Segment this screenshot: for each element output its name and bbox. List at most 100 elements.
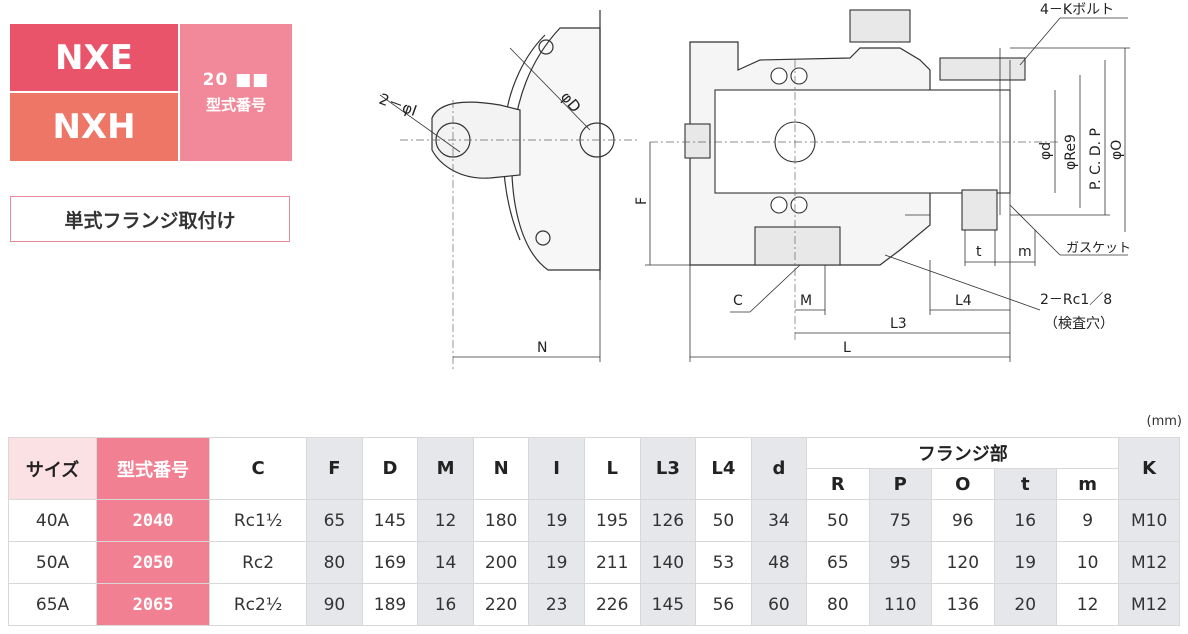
cell-L: 195	[583, 499, 641, 542]
bolt-label: 4－Kボルト	[1040, 2, 1114, 18]
cell-P: 75	[868, 499, 933, 542]
dim-N-label: N	[537, 340, 547, 356]
cell-model: 2040	[96, 499, 210, 542]
port-label: 2－Rc1／8	[1040, 292, 1112, 308]
cell-K: M10	[1118, 499, 1180, 542]
cell-L4: 53	[695, 541, 752, 584]
cell-K: M12	[1118, 541, 1180, 584]
cell-size: 65A	[7, 583, 98, 626]
cell-O: 96	[931, 499, 995, 542]
cell-L4: 50	[695, 499, 752, 542]
cell-size: 40A	[7, 499, 98, 542]
model-number-box: 20 ■■ 型式番号	[180, 24, 292, 161]
technical-drawing: 2－φI φD N	[377, 2, 1131, 370]
cell-R: 65	[806, 541, 870, 584]
header-L3: L3	[639, 437, 697, 500]
cell-D: 145	[361, 499, 419, 542]
header-O: O	[931, 468, 995, 500]
spec-table: サイズ 型式番号 C F D M N I L L3 L4 d フランジ部 K R…	[7, 437, 1180, 626]
dia-R-label: φRe9	[1063, 134, 1079, 170]
cell-D: 169	[361, 541, 419, 584]
header-D: D	[361, 437, 419, 500]
header-size: サイズ	[7, 437, 98, 500]
cell-I: 19	[528, 499, 585, 542]
cell-L3: 145	[639, 583, 697, 626]
cell-C: Rc1½	[208, 499, 308, 542]
header-C: C	[208, 437, 308, 500]
header-m: m	[1055, 468, 1120, 500]
header-I: I	[528, 437, 585, 500]
cell-N: 180	[472, 499, 530, 542]
cell-M: 16	[417, 583, 474, 626]
cell-d: 48	[750, 541, 808, 584]
cell-m: 9	[1055, 499, 1120, 542]
dim-L3-label: L3	[890, 316, 907, 332]
header-P: P	[868, 468, 933, 500]
dim-M-label: M	[800, 293, 812, 309]
holes-label: 2－φI	[377, 90, 420, 120]
cell-O: 136	[931, 583, 995, 626]
cell-M: 12	[417, 499, 474, 542]
cell-F: 90	[306, 583, 363, 626]
cell-L: 211	[583, 541, 641, 584]
cell-C: Rc2½	[208, 583, 308, 626]
dia-O-label: φO	[1109, 140, 1125, 160]
cell-N: 220	[472, 583, 530, 626]
cell-P: 110	[868, 583, 933, 626]
model-badge: NXE NXH 20 ■■ 型式番号	[10, 24, 292, 161]
series-nxh-label: NXH	[10, 93, 178, 161]
cell-I: 23	[528, 583, 585, 626]
series-nxe-label: NXE	[10, 24, 178, 91]
dim-F-label: F	[634, 197, 650, 205]
header-R: R	[806, 468, 870, 500]
cell-C: Rc2	[208, 541, 308, 584]
header-K: K	[1118, 437, 1180, 500]
cell-d: 60	[750, 583, 808, 626]
cell-m: 10	[1055, 541, 1120, 584]
cell-R: 80	[806, 583, 870, 626]
cell-t: 16	[993, 499, 1057, 542]
cell-M: 14	[417, 541, 474, 584]
model-label: 型式番号	[205, 96, 266, 114]
header-N: N	[472, 437, 530, 500]
dim-L4-label: L4	[955, 293, 972, 309]
cell-model: 2050	[96, 541, 210, 584]
header-L4: L4	[695, 437, 752, 500]
gasket-label: ガスケット	[1066, 241, 1131, 256]
unit-label: (mm)	[1146, 414, 1182, 429]
dim-L-label: L	[843, 340, 851, 356]
cell-d: 34	[750, 499, 808, 542]
header-t: t	[993, 468, 1057, 500]
cell-F: 65	[306, 499, 363, 542]
cell-t: 19	[993, 541, 1057, 584]
cell-L4: 56	[695, 583, 752, 626]
cell-L: 226	[583, 583, 641, 626]
header-L: L	[583, 437, 641, 500]
header-flange-group: フランジ部	[806, 437, 1120, 469]
header-M: M	[417, 437, 474, 500]
dim-C-label: C	[733, 293, 743, 309]
cell-L3: 140	[639, 541, 697, 584]
cell-t: 20	[993, 583, 1057, 626]
cell-model: 2065	[96, 583, 210, 626]
cell-R: 50	[806, 499, 870, 542]
cell-K: M12	[1118, 583, 1180, 626]
mounting-type-label: 単式フランジ取付け	[10, 196, 290, 242]
port-note-label: （検査穴）	[1044, 316, 1114, 332]
cell-I: 19	[528, 541, 585, 584]
cell-F: 80	[306, 541, 363, 584]
header-model: 型式番号	[96, 437, 210, 500]
header-F: F	[306, 437, 363, 500]
cell-N: 200	[472, 541, 530, 584]
cell-size: 50A	[7, 541, 98, 584]
dia-d-label: φd	[1038, 142, 1054, 160]
dim-m-label: m	[1018, 244, 1032, 260]
header-d: d	[750, 437, 808, 500]
model-code: 20 ■■	[202, 70, 270, 90]
cell-P: 95	[868, 541, 933, 584]
dim-t-label: t	[976, 244, 982, 260]
